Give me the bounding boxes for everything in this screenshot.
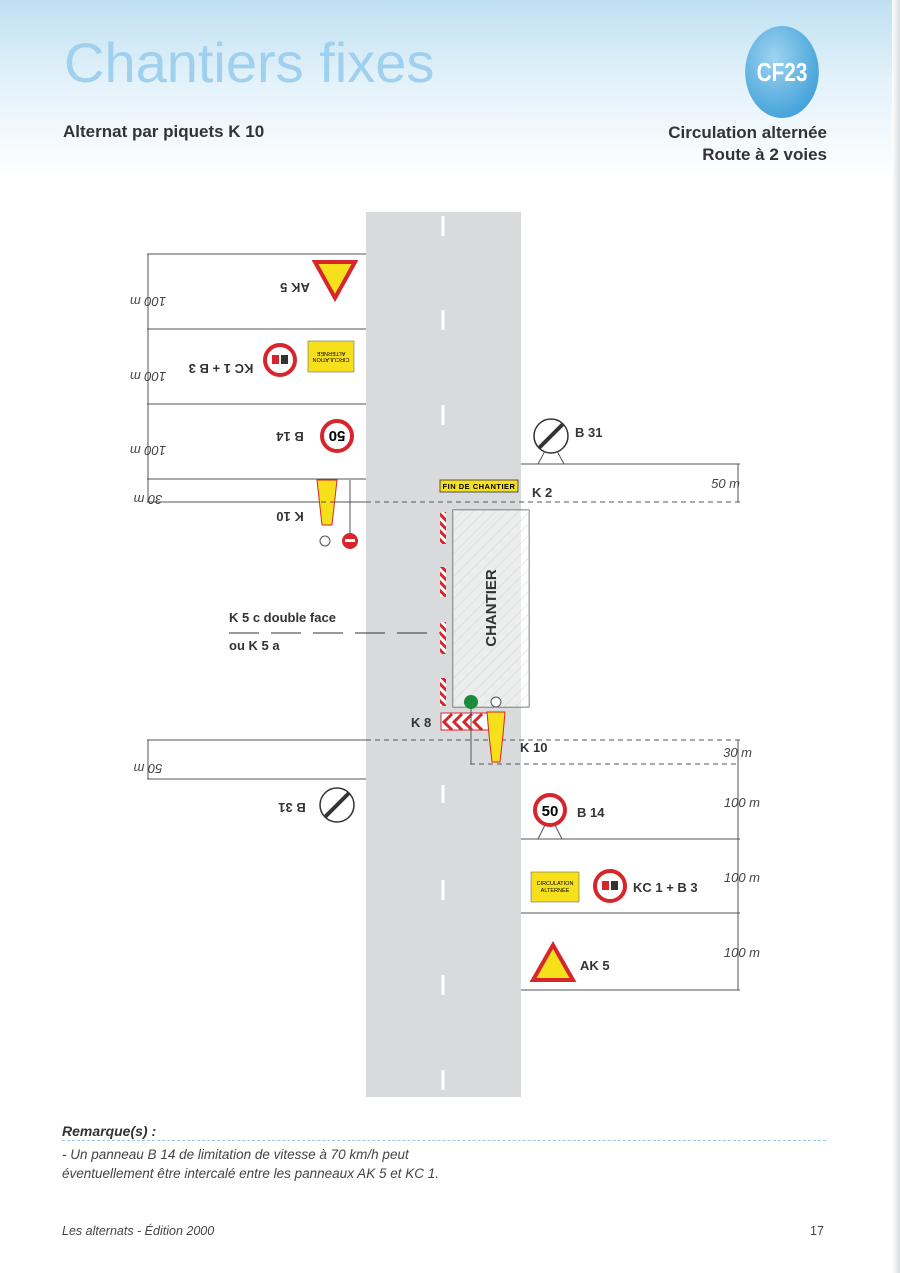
remark-text: - Un panneau B 14 de limitation de vites…: [62, 1147, 439, 1181]
right-kc1-panel: CIRCULATION ALTERNÉE: [530, 871, 580, 903]
left-b14-sign: 50: [320, 419, 354, 453]
right-ak5-sign: [529, 940, 577, 982]
right-ak5-label: AK 5: [580, 958, 610, 973]
left-dim-2: 100 m: [130, 369, 166, 384]
left-kc1-panel: CIRCULATION ALTERNÉE: [307, 340, 355, 373]
left-dim-4: 30 m: [133, 492, 162, 507]
left-kc1b3-label: KC 1 + B 3: [189, 361, 254, 376]
page-edge: [892, 0, 900, 1273]
page-title: Chantiers fixes: [64, 31, 435, 94]
right-dim-1: 50 m: [711, 476, 740, 491]
k8-label: K 8: [411, 715, 431, 730]
chantier-label: CHANTIER: [483, 569, 500, 647]
subtitle-right-line1: Circulation alternée: [668, 123, 827, 142]
left-dim-3: 100 m: [130, 443, 166, 458]
subtitle-left: Alternat par piquets K 10: [63, 122, 265, 141]
left-b31-sign: [319, 787, 355, 823]
right-b14-sign: 50: [533, 793, 567, 840]
remark-heading: Remarque(s) :: [62, 1123, 157, 1139]
k2-label: K 2: [532, 485, 552, 500]
left-k10-label: K 10: [276, 509, 303, 524]
k5a-label: ou K 5 a: [229, 638, 280, 653]
right-dim-3: 100 m: [724, 795, 760, 810]
right-dim-4: 100 m: [724, 870, 760, 885]
left-b14-value: 50: [329, 427, 346, 444]
left-ak5-sign: [311, 260, 359, 303]
right-b14-label: B 14: [577, 805, 605, 820]
right-reference-lines: [150, 463, 740, 991]
k2-sign: FIN DE CHANTIER: [439, 479, 519, 493]
page-number: 17: [810, 1224, 824, 1238]
right-panel-text-1: CIRCULATION: [537, 881, 574, 887]
subtitle-right-line2: Route à 2 voies: [702, 145, 827, 164]
left-ak5-label: AK 5: [280, 280, 310, 295]
subtitle-right: Circulation alternée Route à 2 voies: [668, 122, 827, 166]
k2-text: FIN DE CHANTIER: [443, 482, 516, 491]
right-dim-2: 30 m: [723, 745, 752, 760]
right-b14-value: 50: [542, 803, 559, 820]
left-panel-text-2: ALTERNÉE: [316, 350, 345, 357]
sheet-badge: CF23: [745, 26, 819, 118]
chantier-zone: CHANTIER: [452, 509, 530, 708]
right-kc1b3-label: KC 1 + B 3: [633, 880, 698, 895]
remark-divider: [62, 1140, 826, 1141]
right-b31-sign: [533, 418, 569, 465]
right-b31-label: B 31: [575, 425, 602, 440]
right-k10-label: K 10: [520, 740, 547, 755]
header-band: [0, 0, 893, 180]
left-b14-label: B 14: [276, 429, 304, 444]
right-dim-5: 100 m: [724, 945, 760, 960]
k10-flagman: [464, 695, 506, 764]
left-dim-5: 50 m: [133, 761, 162, 776]
k5c-label: K 5 c double face: [229, 610, 336, 625]
right-b3-sign: [593, 869, 627, 903]
footer-edition: Les alternats - Édition 2000: [62, 1224, 215, 1238]
k5c-posts: [440, 512, 446, 706]
right-panel-text-2: ALTERNÉE: [541, 887, 570, 894]
left-panel-text-1: CIRCULATION: [313, 356, 350, 362]
left-b3-sign: [263, 343, 297, 377]
k8-sign: [440, 712, 490, 732]
left-b31-label: B 31: [278, 800, 305, 815]
left-dim-1: 100 m: [130, 294, 166, 309]
left-k10-flagman: [316, 479, 358, 549]
